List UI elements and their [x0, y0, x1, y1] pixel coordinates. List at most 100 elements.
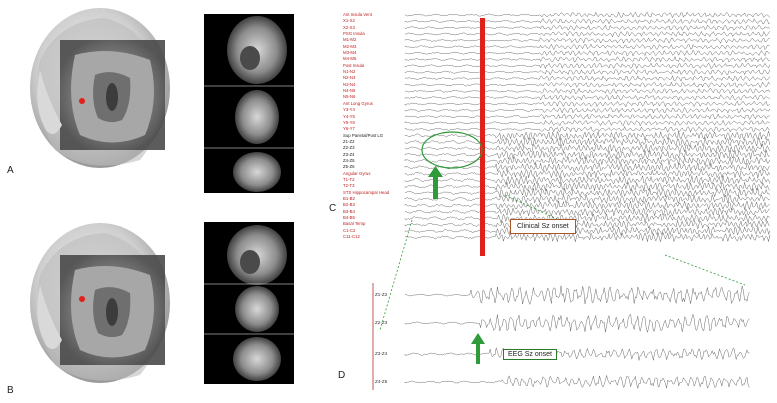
channel-label: Y5-Y6 [343, 119, 355, 125]
channel-label: Y6-Y7 [343, 126, 355, 132]
green-arrow-c [428, 166, 443, 199]
eeg-trace [404, 11, 770, 19]
onset-highlight-ellipse [421, 131, 483, 169]
channel-label: B2-B3 [343, 202, 355, 208]
channel-label: N3-N4 [343, 81, 356, 87]
eeg-trace [404, 193, 770, 205]
channel-label: Angular Gyrus [343, 170, 371, 176]
panel-label-c: C [329, 203, 337, 214]
channel-label: Post Insula [343, 62, 365, 68]
eeg-trace [404, 43, 770, 50]
eeg-trace [404, 143, 770, 154]
eeg-trace [404, 162, 770, 173]
channel-label: N2-N3 [343, 75, 356, 81]
eeg-trace [404, 232, 770, 243]
eeg-trace [404, 94, 770, 101]
eeg-trace [404, 213, 770, 224]
eeg-trace [404, 87, 770, 95]
channel-label: M3-M4 [343, 50, 357, 56]
channel-label: X2-X3 [343, 24, 355, 30]
panel-label-b: B [7, 385, 14, 396]
clinical-onset-callout: Clinical Sz onset [510, 219, 576, 234]
zoom-channel-label: Z1-Z2 [375, 292, 388, 297]
channel-label: PSG Insula [343, 31, 365, 37]
eeg-trace [404, 188, 770, 198]
zoom-connector-left [379, 219, 413, 331]
channel-label: Sup Parietal/Post LG [343, 132, 384, 138]
eeg-trace [404, 137, 770, 147]
eeg-trace [404, 375, 750, 389]
eeg-trace [404, 175, 770, 186]
eeg-trace [404, 126, 770, 133]
brain-render-b [30, 223, 170, 383]
eeg-trace [404, 30, 770, 38]
eeg-trace [404, 130, 770, 141]
channel-label: Z5-Z6 [343, 164, 355, 170]
channel-label: B3-B4 [343, 208, 355, 214]
channel-label: Basal Temp [343, 221, 366, 227]
eeg-trace [404, 313, 750, 333]
eeg-trace [404, 75, 770, 82]
eeg-trace [404, 156, 770, 166]
eeg-trace [404, 81, 770, 88]
eeg-trace-panel-d [404, 285, 750, 389]
eeg-trace [404, 219, 770, 230]
eeg-trace-panel-c [404, 11, 770, 243]
eeg-trace [404, 100, 770, 108]
eeg-trace [404, 149, 770, 160]
eeg-trace [404, 200, 770, 211]
channel-label: N1-N2 [343, 69, 356, 75]
channel-label: M1-M2 [343, 37, 357, 43]
channel-label: M4-M5 [343, 56, 357, 62]
eeg-trace [404, 106, 770, 114]
eeg-trace [404, 37, 770, 44]
channel-label: N5-N6 [343, 94, 356, 100]
eeg-trace [404, 226, 770, 236]
brain-render-a [30, 8, 170, 168]
eeg-trace [404, 24, 770, 31]
channel-label: Y4-Y5 [343, 113, 355, 119]
eeg-trace [404, 113, 770, 120]
eeg-trace [404, 56, 770, 63]
channel-label: T1-T2 [343, 176, 355, 182]
eeg-trace [404, 347, 750, 361]
eeg-trace [404, 62, 770, 70]
eeg-trace [404, 18, 770, 25]
mri-stack-a [204, 14, 294, 193]
eeg-trace [404, 69, 770, 76]
eeg-trace [404, 181, 770, 192]
eeg-trace [404, 168, 770, 179]
zoom-channel-label: Z2-Z3 [375, 320, 388, 325]
panel-label-a: A [7, 165, 14, 176]
channel-label: Z1-Z2 [343, 138, 355, 144]
channel-label: Ant Insula Vent [343, 12, 372, 17]
channel-label: M2-M3 [343, 43, 357, 49]
channel-label: STS Hippocampal Head [343, 189, 390, 195]
electrode-marker-b [79, 296, 85, 302]
eeg-trace [404, 49, 770, 57]
green-arrow-d [471, 333, 485, 364]
zoom-connector-right [664, 254, 746, 286]
panel-label-d: D [338, 370, 346, 381]
channel-label: T2-T3 [343, 183, 355, 189]
channel-label: Ant Long Gyrus [343, 100, 373, 106]
eeg-trace [404, 206, 770, 217]
electrode-marker-a [79, 98, 85, 104]
channel-label: B1-B2 [343, 195, 355, 201]
mri-stack-b [204, 222, 294, 384]
channel-label: C1-C2 [343, 227, 356, 233]
eeg-trace [404, 119, 770, 127]
eeg-trace [404, 285, 750, 305]
channel-label: Z3-Z4 [343, 151, 355, 157]
channel-label: Z4-Z5 [343, 157, 355, 163]
clinical-onset-line [480, 18, 485, 256]
channel-label: X1-X2 [343, 18, 355, 24]
channel-label: Z2-Z3 [343, 145, 355, 151]
channel-label: N4-N5 [343, 88, 356, 94]
channel-label: C11-C12 [343, 234, 360, 240]
channel-label: Y3-Y4 [343, 107, 355, 113]
eeg-onset-callout: EEG Sz onset [503, 349, 557, 360]
channel-label: B4-B5 [343, 215, 355, 220]
